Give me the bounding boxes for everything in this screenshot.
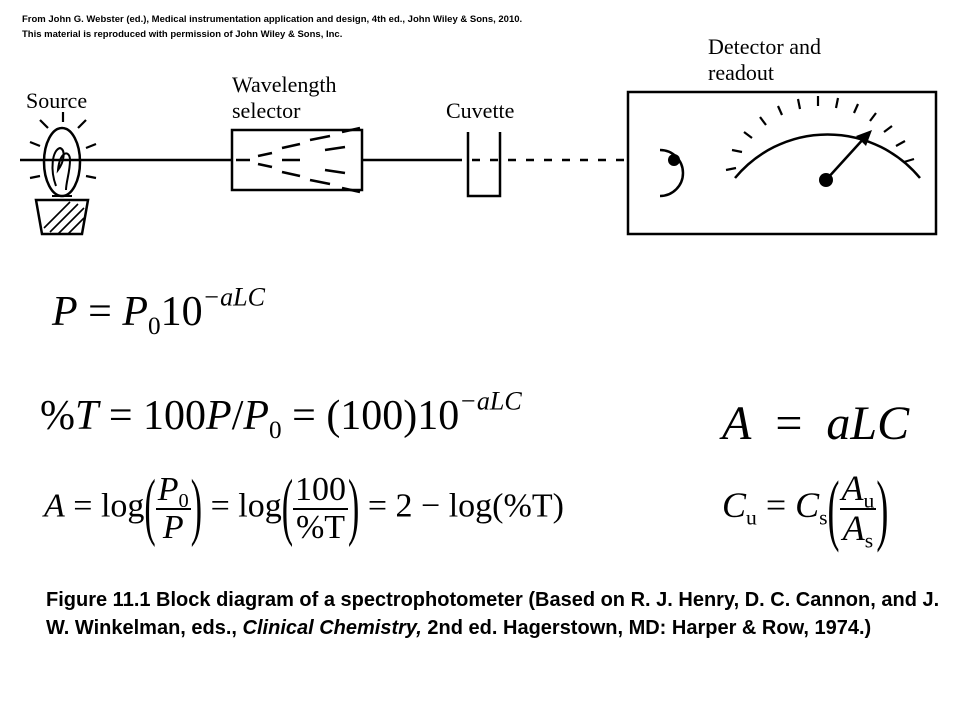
- label-cuvette: Cuvette: [446, 98, 514, 123]
- equation-percent-transmittance: %T = 100P/P0 = (100)10−aLC: [40, 386, 522, 444]
- label-detector-1: Detector and: [708, 34, 821, 59]
- copyright-credit: From John G. Webster (ed.), Medical inst…: [22, 14, 523, 40]
- label-wavelength-2: selector: [232, 98, 301, 123]
- spectrophotometer-diagram: Source Wavelength selector Cuvette Detec…: [20, 34, 938, 236]
- cuvette-shape: [466, 132, 502, 198]
- equation-beer-lambert-power: P = P010−aLC: [52, 282, 266, 340]
- label-source: Source: [26, 88, 87, 113]
- equation-absorbance: A = aLC: [722, 397, 910, 450]
- label-detector-2: readout: [708, 60, 774, 85]
- lamp-icon: [29, 112, 97, 236]
- wavelength-selector-box: [230, 126, 364, 194]
- figure-caption: Figure 11.1 Block diagram of a spectroph…: [46, 589, 940, 639]
- detector-readout-box: [626, 90, 938, 236]
- label-wavelength-1: Wavelength: [232, 72, 337, 97]
